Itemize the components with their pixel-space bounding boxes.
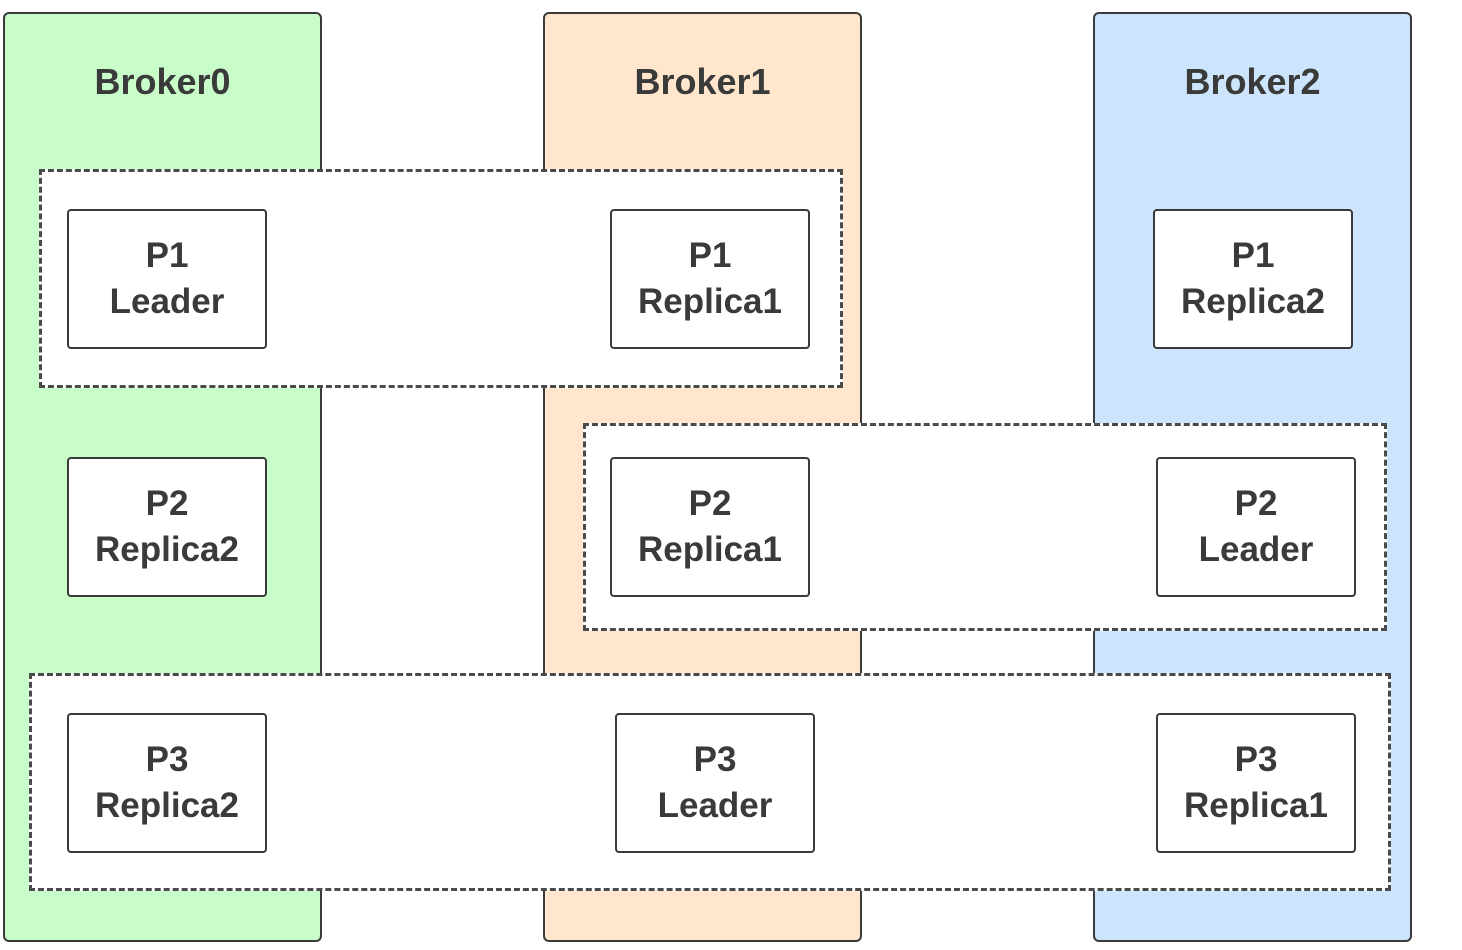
p1-leader-box: P1 Leader	[67, 209, 267, 349]
partition-role: Replica1	[1184, 786, 1328, 825]
partition-role: Leader	[1198, 530, 1314, 569]
partition-name: P1	[1231, 236, 1275, 275]
partition-name: P2	[1234, 484, 1278, 523]
partition-name: P1	[688, 236, 732, 275]
p2-replica1-box: P2 Replica1	[610, 457, 810, 597]
p3-replica1-box: P3 Replica1	[1156, 713, 1356, 853]
broker-0-title: Broker0	[94, 61, 231, 102]
partition-role: Replica2	[1181, 282, 1325, 321]
p2-replica2-box: P2 Replica2	[67, 457, 267, 597]
p1-replica1-box: P1 Replica1	[610, 209, 810, 349]
p3-leader-box: P3 Leader	[615, 713, 815, 853]
partition-name: P3	[693, 740, 737, 779]
broker-2-title: Broker2	[1184, 61, 1321, 102]
partition-name: P2	[145, 484, 189, 523]
partition-name: P3	[145, 740, 189, 779]
partition-role: Replica2	[95, 530, 239, 569]
partition-name: P3	[1234, 740, 1278, 779]
p3-replica2-box: P3 Replica2	[67, 713, 267, 853]
partition-role: Leader	[109, 282, 225, 321]
partition-role: Replica1	[638, 530, 782, 569]
partition-name: P2	[688, 484, 732, 523]
partition-role: Replica2	[95, 786, 239, 825]
partition-role: Replica1	[638, 282, 782, 321]
broker-1-title: Broker1	[634, 61, 771, 102]
p1-replica2-box: P1 Replica2	[1153, 209, 1353, 349]
p2-leader-box: P2 Leader	[1156, 457, 1356, 597]
partition-name: P1	[145, 236, 189, 275]
partition-role: Leader	[657, 786, 773, 825]
